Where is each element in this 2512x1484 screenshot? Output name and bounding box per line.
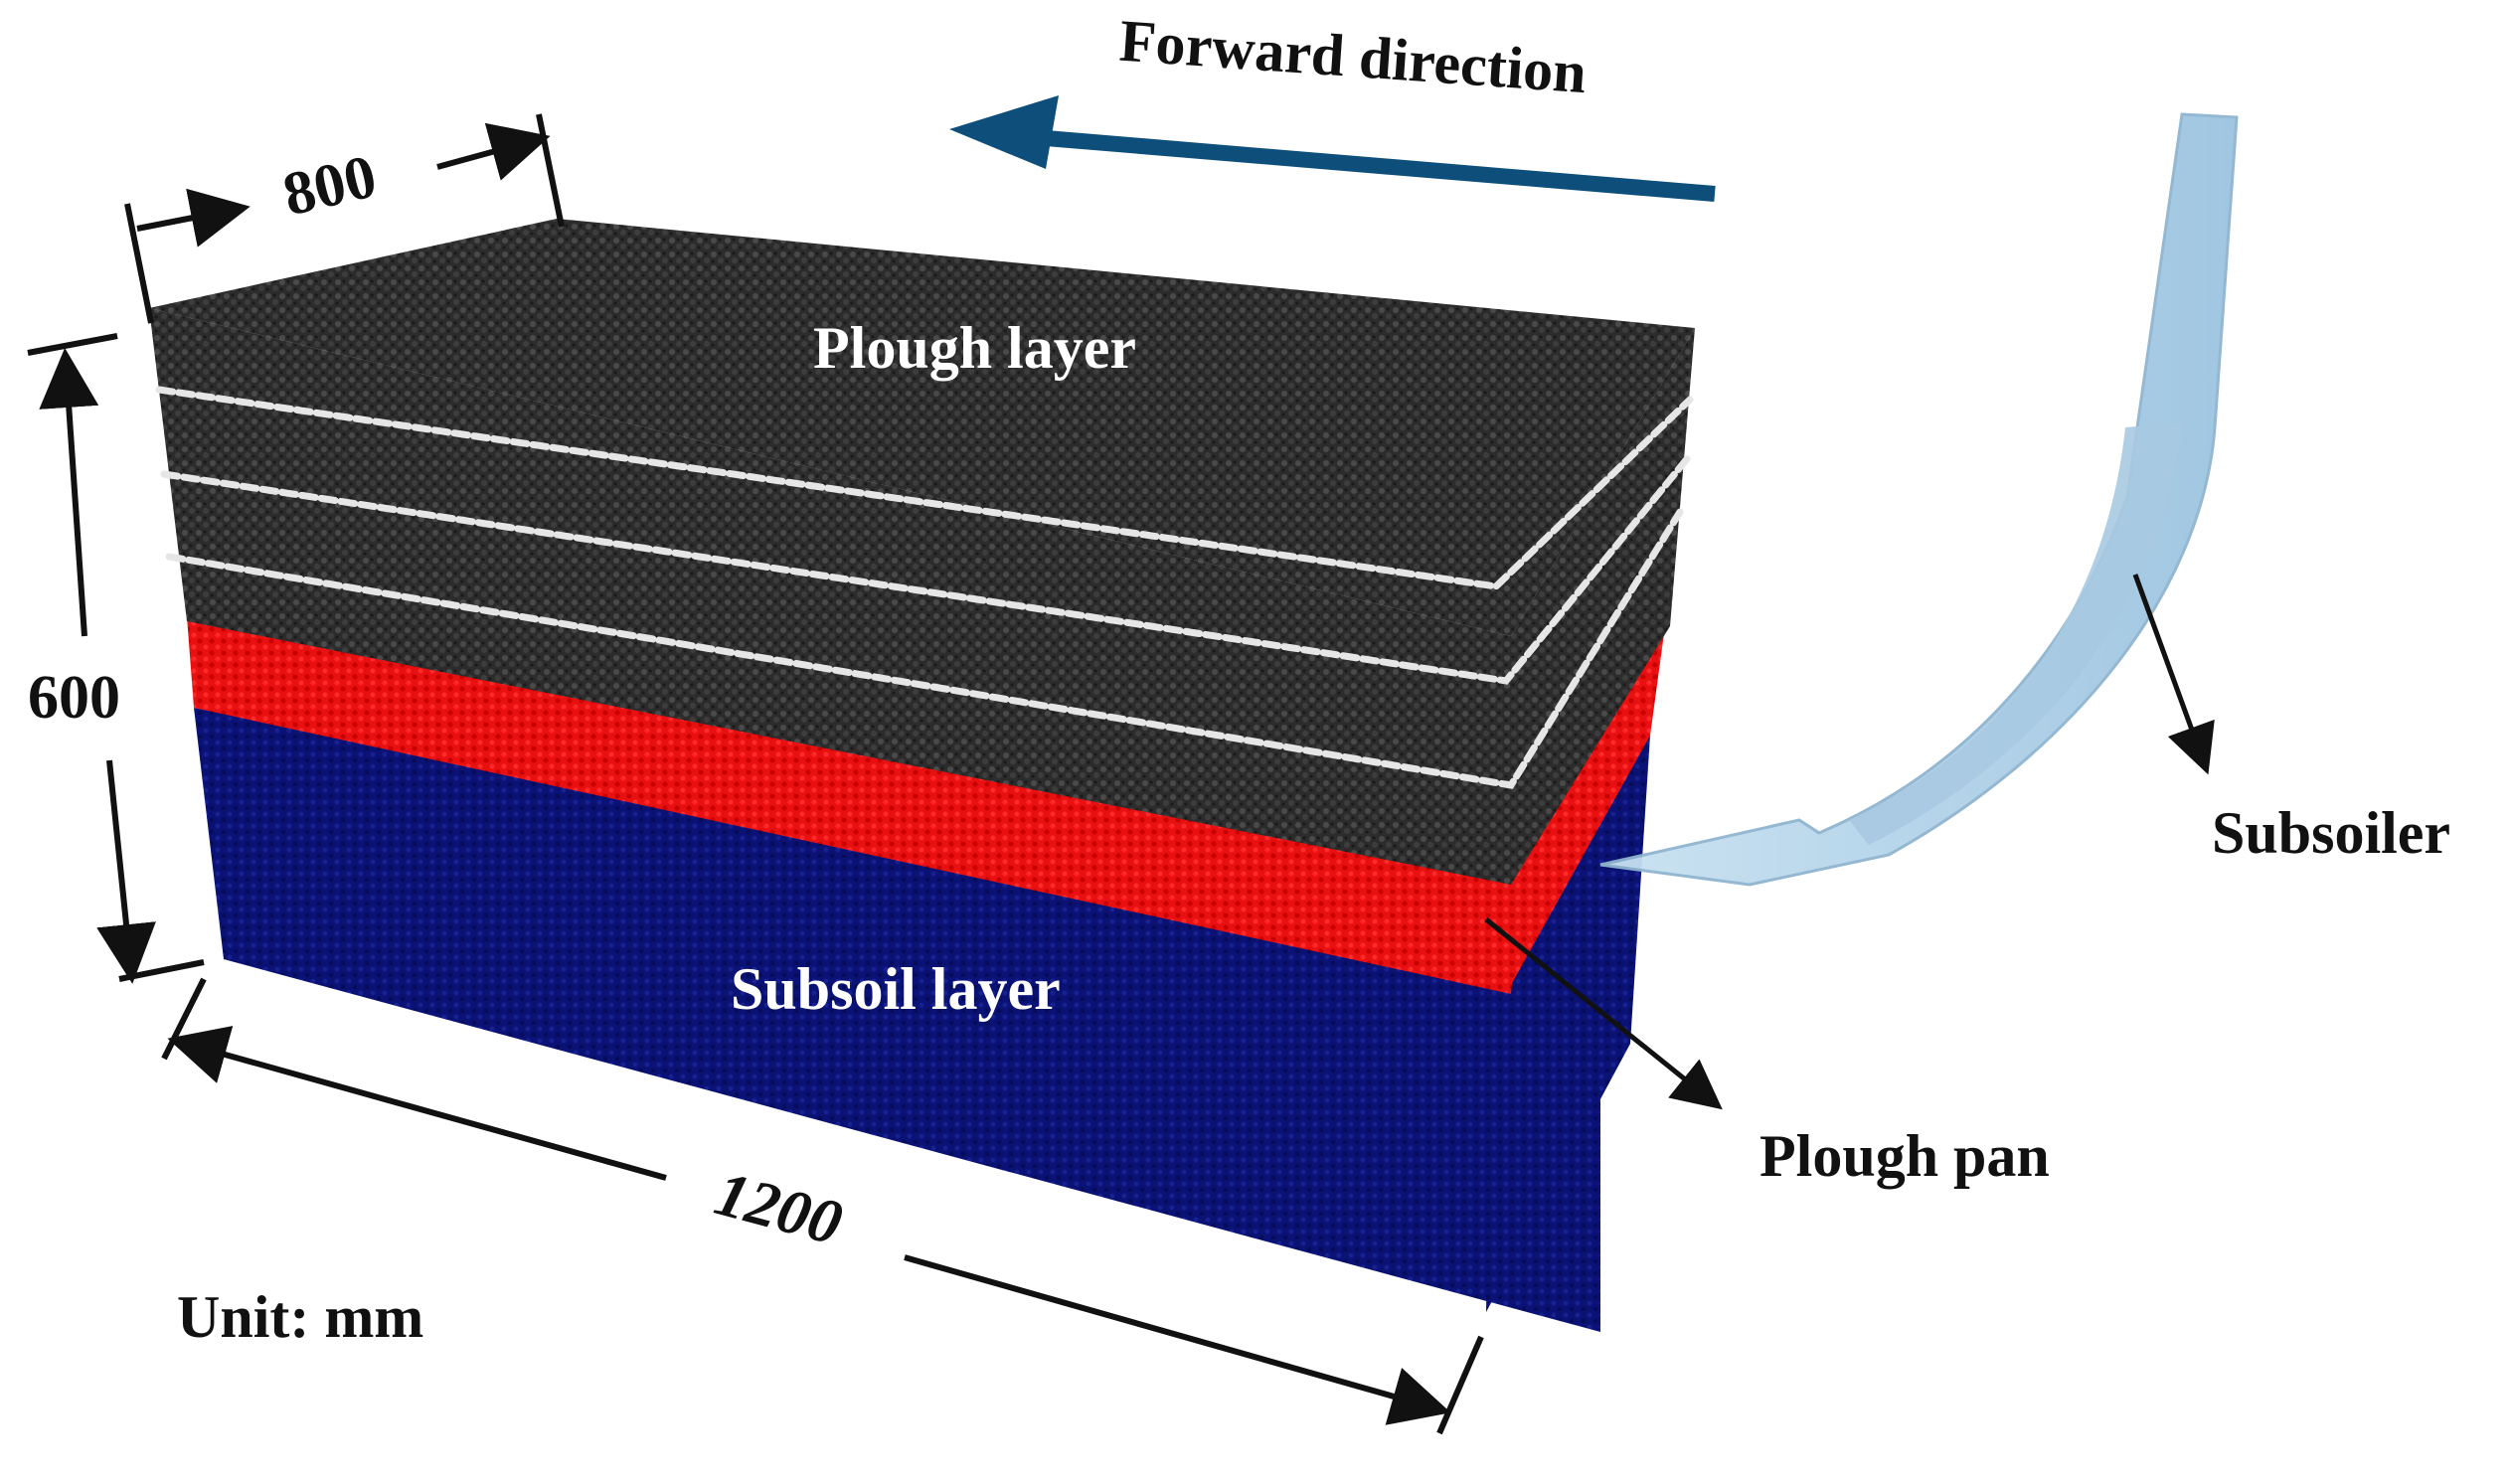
plough-pan-side [1506,626,1665,994]
dimension-lines [27,113,1484,1435]
forward-direction-arrow [949,95,1716,202]
subsoiler-tool [1599,112,2239,887]
tracer-bands [155,386,1694,789]
plough-pan-label: Plough pan [1759,1123,2050,1189]
unit-label: Unit: mm [177,1284,423,1350]
plough-layer-label: Plough layer [813,315,1136,381]
forward-direction-label: Forward direction [1117,8,1589,106]
dimension-width-label: 800 [277,142,383,229]
leader-arrows [1484,574,2215,1110]
subsoil-side-face [1486,736,1650,1312]
plough-pan-band [187,616,1521,994]
subsoiler-label: Subsoiler [2212,800,2450,866]
subsoil-layer-label: Subsoil layer [731,956,1061,1022]
dimension-height-label: 600 [28,664,120,732]
dimension-length-label: 1200 [708,1157,849,1258]
plough-layer-side-face [1511,328,1695,885]
subsoil-front-face [194,708,1600,1332]
plough-layer-top-face [149,219,1695,636]
plough-layer-front-face [149,308,1511,885]
